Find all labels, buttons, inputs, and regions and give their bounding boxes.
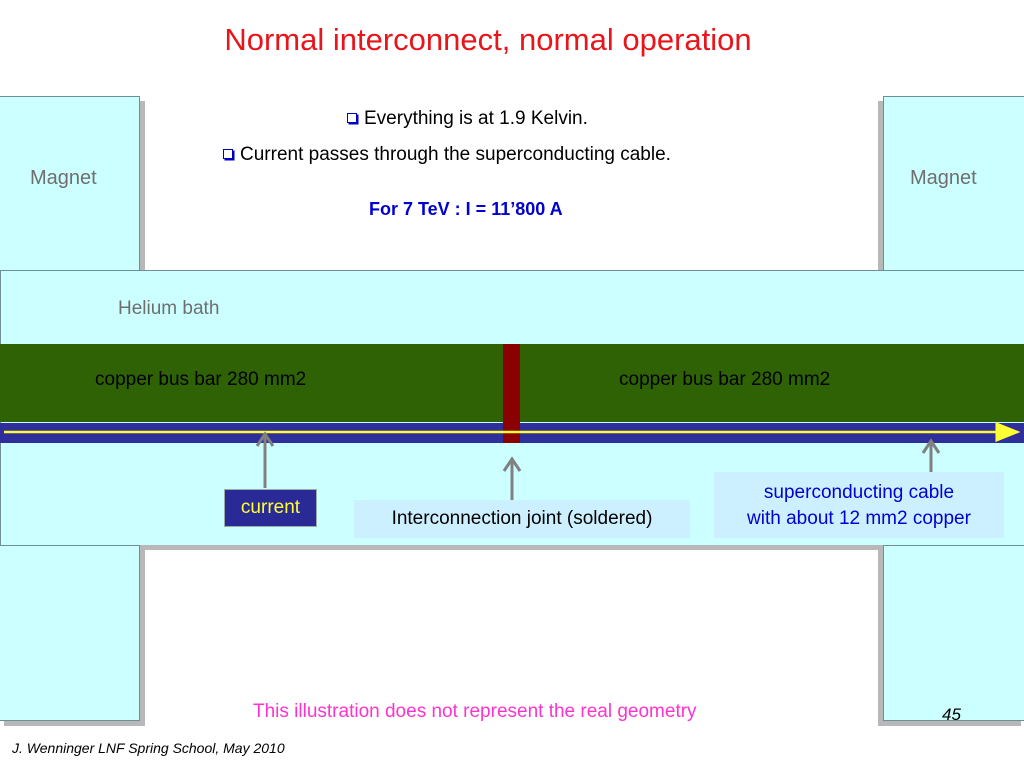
magnet-top-left xyxy=(0,96,140,272)
copper-left-label: copper bus bar 280 mm2 xyxy=(95,369,307,390)
slide-title: Normal interconnect, normal operation xyxy=(224,22,752,57)
energy-note: For 7 TeV : I = 11’800 A xyxy=(369,199,563,219)
magnet-right-label: Magnet xyxy=(910,167,977,189)
helium-bath-label: Helium bath xyxy=(118,298,220,319)
bullet-temperature: Everything is at 1.9 Kelvin. xyxy=(347,108,588,130)
interconnection-joint xyxy=(503,344,520,443)
square-bullet-icon xyxy=(347,113,357,123)
magnet-bottom-right xyxy=(883,545,1024,721)
geometry-disclaimer: This illustration does not represent the… xyxy=(253,701,697,722)
page-number: 45 xyxy=(942,705,961,724)
magnet-bottom-left xyxy=(0,545,140,721)
sc-callout-line1: superconducting cable xyxy=(763,482,955,503)
arrow-up-icon xyxy=(502,456,522,503)
bullet-current: Current passes through the superconducti… xyxy=(223,144,671,166)
square-bullet-icon xyxy=(223,149,233,159)
current-callout: current xyxy=(224,489,317,527)
magnet-left-label: Magnet xyxy=(30,167,97,189)
arrow-up-icon xyxy=(255,431,275,488)
copper-right-label: copper bus bar 280 mm2 xyxy=(619,369,831,390)
magnet-top-right xyxy=(883,96,1024,272)
superconducting-cable-callout: superconducting cable with about 12 mm2 … xyxy=(714,472,1004,538)
sc-callout-line2: with about 12 mm2 copper xyxy=(747,508,971,529)
lower-cavity-shadow xyxy=(138,545,883,550)
joint-callout: Interconnection joint (soldered) xyxy=(354,500,690,538)
slide-footer: J. Wenninger LNF Spring School, May 2010 xyxy=(12,740,285,756)
